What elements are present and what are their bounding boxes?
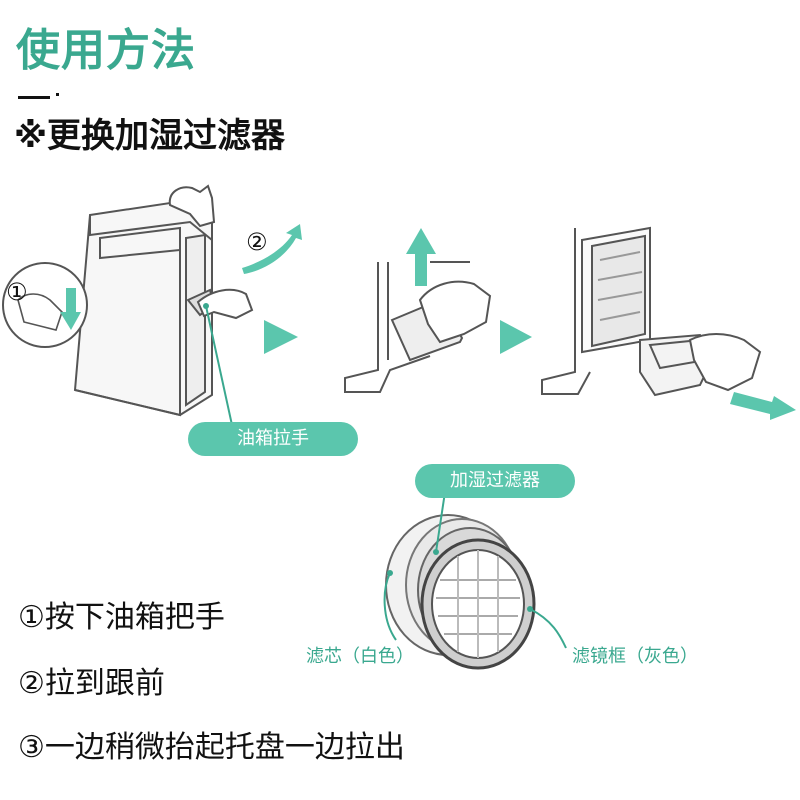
handle-label-pill: 油箱拉手 xyxy=(188,422,358,456)
up-arrow-icon xyxy=(415,250,427,286)
next-arrow-icon-2 xyxy=(500,320,532,354)
humidifier-unit-front xyxy=(75,200,214,415)
core-label: 滤芯（白色） xyxy=(306,642,414,668)
step-2-text: ②拉到跟前 xyxy=(18,658,165,702)
step-marker-2: ② xyxy=(246,228,268,256)
frame-callout-line xyxy=(530,609,566,648)
tray-pullout-illustration xyxy=(542,228,712,395)
pull-out-arrow-icon xyxy=(730,392,796,420)
step-3-text: ③一边稍微抬起托盘一边拉出 xyxy=(18,722,405,766)
step-1-text: ①按下油箱把手 xyxy=(18,592,225,636)
filter-label-pill: 加湿过滤器 xyxy=(415,464,575,498)
next-arrow-icon-1 xyxy=(264,320,298,354)
frame-label: 滤镜框（灰色） xyxy=(572,642,698,668)
down-arrow-icon xyxy=(66,288,76,314)
step-marker-1: ① xyxy=(6,278,28,306)
